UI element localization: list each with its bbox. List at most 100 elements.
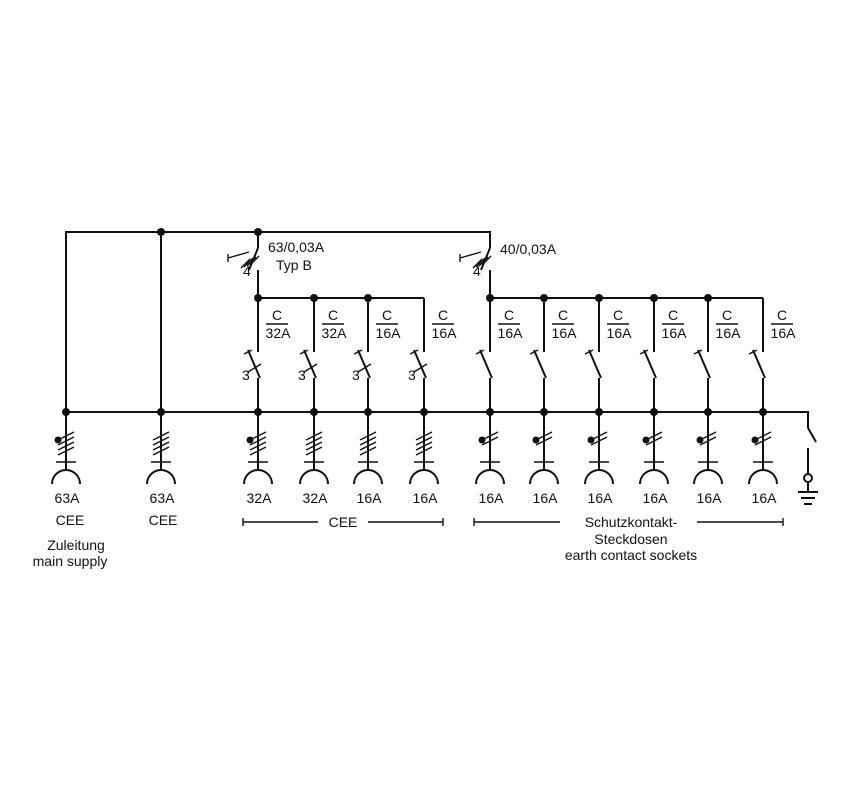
switch-blade: [752, 349, 766, 379]
schuko-label-de-1: Schutzkontakt-: [585, 514, 678, 530]
socket-kind-2: CEE: [149, 512, 178, 528]
conductor-tick: [57, 436, 75, 446]
conductor-tick: [57, 446, 75, 456]
rcd-1-poles: 4: [243, 263, 251, 279]
junction-dot: [157, 228, 165, 236]
switch-lever: [475, 349, 485, 355]
switch-blade: [413, 349, 427, 379]
rcd-1: 63/0,03A Typ B 4: [227, 232, 325, 298]
breaker-curve: C: [328, 307, 338, 323]
breaker-6: C 16A: [529, 294, 578, 416]
conductor-tick: [249, 446, 267, 456]
conductor-tick: [645, 436, 663, 446]
rcd-1-type: Typ B: [276, 257, 312, 273]
breaker-curve: C: [668, 307, 678, 323]
breaker-curve: C: [382, 307, 392, 323]
socket-9: 16A: [584, 412, 614, 506]
protective-contact-dot: [642, 436, 650, 444]
switch-lever: [529, 349, 539, 355]
socket-rating: 16A: [413, 490, 439, 506]
conductor-tick: [590, 436, 608, 446]
breaker-layer: C32A3C32A3C16A3C16A3C16AC16AC16AC16AC16A…: [242, 294, 796, 416]
pole-tick: [247, 363, 262, 373]
conductor-tick: [481, 436, 499, 446]
earth-terminal: [798, 427, 818, 505]
switch-lever: [693, 349, 703, 355]
top-bus: [65, 231, 491, 412]
breaker-curve: C: [777, 307, 787, 323]
breaker-poles: 3: [242, 367, 250, 383]
conductor-tick: [249, 441, 267, 451]
conductor-tick: [415, 446, 433, 456]
schuko-label-en: earth contact sockets: [565, 547, 697, 563]
socket-arc: [146, 469, 176, 485]
conductor-tick: [359, 431, 377, 441]
protective-contact-dot: [587, 436, 595, 444]
breaker-rating: 16A: [552, 325, 578, 341]
schuko-label-de-2: Steckdosen: [594, 531, 667, 547]
socket-arc: [475, 469, 505, 485]
breaker-curve: C: [272, 307, 282, 323]
conductor-tick: [415, 441, 433, 451]
socket-rating: 16A: [533, 490, 559, 506]
conductor-tick: [152, 441, 170, 451]
socket-4: 32A: [299, 412, 329, 506]
breaker-rating: 32A: [266, 325, 292, 341]
breaker-rating: 32A: [322, 325, 348, 341]
breaker-1: C 32A 3: [242, 294, 291, 416]
main-supply-de: Zuleitung: [47, 537, 105, 553]
conductor-tick: [359, 441, 377, 451]
breaker-curve: C: [504, 307, 514, 323]
socket-5: 16A: [353, 412, 383, 506]
switch-blade: [697, 349, 711, 379]
breaker-curve: C: [613, 307, 623, 323]
protective-contact-dot: [532, 436, 540, 444]
breaker-curve: C: [558, 307, 568, 323]
protective-contact-dot: [54, 436, 62, 444]
switch-lever: [409, 349, 419, 355]
switch-lever: [243, 349, 253, 355]
socket-arc: [409, 469, 439, 485]
socket-8: 16A: [529, 412, 559, 506]
breaker-curve: C: [438, 307, 448, 323]
socket-rating: 16A: [697, 490, 723, 506]
socket-kind-1: CEE: [56, 512, 85, 528]
rcd-2-poles: 4: [473, 263, 481, 279]
conductor-tick: [305, 436, 323, 446]
switch-blade: [588, 349, 602, 379]
socket-rating: 16A: [643, 490, 669, 506]
socket-6: 16A: [409, 412, 439, 506]
bottom-bus: [66, 411, 809, 428]
socket-3: 32A: [243, 412, 273, 506]
protective-contact-dot: [478, 436, 486, 444]
socket-10: 16A: [639, 412, 669, 506]
socket-rating: 32A: [303, 490, 329, 506]
breaker-rating: 16A: [771, 325, 797, 341]
conductor-tick: [305, 446, 323, 456]
schuko-group-bracket: Schutzkontakt- Steckdosen earth contact …: [473, 514, 784, 563]
conductor-tick: [359, 446, 377, 456]
switch-lever: [299, 349, 309, 355]
breaker-poles: 3: [352, 367, 360, 383]
socket-rating: 32A: [247, 490, 273, 506]
socket-7: 16A: [475, 412, 505, 506]
cee-group-bracket: CEE: [242, 514, 444, 530]
socket-arc: [353, 469, 383, 485]
cee-group-label: CEE: [329, 514, 358, 530]
switch-blade: [479, 349, 493, 379]
protective-contact-dot: [246, 436, 254, 444]
socket-arc: [639, 469, 669, 485]
conductor-tick: [415, 436, 433, 446]
socket-arc: [584, 469, 614, 485]
conductor-tick: [754, 436, 772, 446]
switch-lever: [639, 349, 649, 355]
conductor-tick: [305, 441, 323, 451]
socket-rating: 16A: [752, 490, 778, 506]
